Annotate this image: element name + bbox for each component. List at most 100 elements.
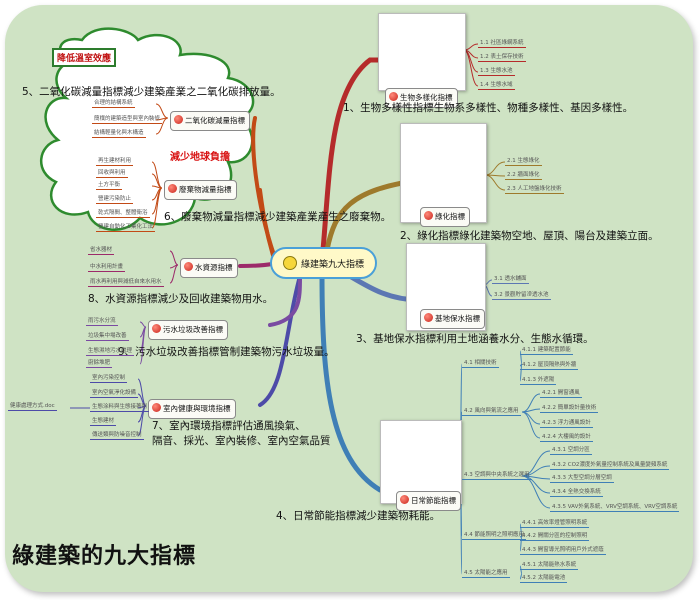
leaf-connector xyxy=(521,475,551,509)
leaf-waste[interactable]: 再生建材利用 xyxy=(96,158,134,166)
leaf-connector xyxy=(139,321,147,328)
leaf-connector xyxy=(519,363,523,382)
energy-group[interactable]: 4.1 相關技術 xyxy=(462,360,499,368)
leaf-co2[interactable]: 合理的結構系統 xyxy=(92,100,135,108)
energy-item[interactable]: 4.1.2 屋頂隔熱與外牆 xyxy=(520,362,579,370)
energy-item[interactable]: 4.3.1 空調分區 xyxy=(550,447,592,455)
leaf-water-retention[interactable]: 3.2 景觀貯留滲透水池 xyxy=(492,292,551,300)
leaf-sewage[interactable]: 雨污水分流 xyxy=(86,318,118,326)
leaf-co2[interactable]: 結構輕量化與木構造 xyxy=(92,130,146,138)
attachment-link[interactable]: 健康處理方式.doc xyxy=(8,403,57,411)
leaf-indoor[interactable]: 傳送類與防噪音控制 xyxy=(90,432,144,440)
branch-co2 xyxy=(251,116,277,260)
leaf-waste[interactable]: 土方平衡 xyxy=(96,182,123,190)
node-indoor[interactable]: 室內健康與環境指標 xyxy=(148,399,236,419)
center-topic-label: 綠建築九大指標 xyxy=(300,259,364,270)
priority-dot-icon xyxy=(400,495,409,504)
leaf-waste[interactable]: 營建自動化工業化工法 xyxy=(96,224,156,232)
tree-image xyxy=(400,123,487,223)
leaf-connector xyxy=(139,326,147,365)
leaf-connector xyxy=(151,187,163,229)
caption-energy: 4、日常節能指標減少建築物耗能。 xyxy=(276,510,441,522)
priority-dot-icon xyxy=(168,184,177,193)
butterfly-image xyxy=(378,13,466,91)
center-topic[interactable]: 綠建築九大指標 xyxy=(270,247,377,279)
branch-greenery xyxy=(324,177,423,253)
leaf-waste[interactable]: 乾式隔間、整體衛浴 xyxy=(96,210,150,218)
leaf-biodiversity[interactable]: 1.3 生態水池 xyxy=(478,68,515,76)
caption-biodiversity: 1、生物多樣性指標生物系多樣性、物種多樣性、基因多樣性。 xyxy=(343,102,634,114)
leaf-sewage[interactable]: 垃圾集中場改善 xyxy=(86,333,129,341)
node-water-retention[interactable]: 基地保水指標 xyxy=(420,309,485,329)
node-label: 廢棄物減量指標 xyxy=(179,185,232,194)
leaf-water-retention[interactable]: 3.1 透水舖面 xyxy=(492,276,529,284)
energy-item[interactable]: 4.4.1 高效率燈管照明系統 xyxy=(520,520,590,528)
energy-item[interactable]: 4.3.4 全熱交換系統 xyxy=(550,489,603,497)
leaf-water-resource[interactable]: 雨水再利用與減低自來水用水 xyxy=(88,279,164,287)
energy-item[interactable]: 4.5.1 太陽能熱水系統 xyxy=(520,562,579,570)
leaf-connector xyxy=(519,573,523,580)
branch-water-resource xyxy=(238,262,274,268)
leaf-waste[interactable]: 回收與利用 xyxy=(96,170,128,178)
leaf-biodiversity[interactable]: 1.1 社區綠網系統 xyxy=(478,40,526,48)
leaf-water-resource[interactable]: 中水利用計畫 xyxy=(88,264,126,272)
branch-energy xyxy=(319,272,383,493)
energy-item[interactable]: 4.4.3 開窗導光照明用戶外式遮蔭 xyxy=(520,547,606,555)
leaf-connector xyxy=(463,43,479,51)
energy-group[interactable]: 4.4 節能照明之照明應用 xyxy=(462,532,526,540)
leaf-connector xyxy=(463,49,479,87)
leaf-greenery[interactable]: 2.3 人工地盤綠化技術 xyxy=(505,186,564,194)
leaf-connector xyxy=(519,535,523,552)
branch-sewage xyxy=(268,274,302,327)
leaf-sewage[interactable]: 廚餘堆肥 xyxy=(86,360,113,368)
leaf-greenery[interactable]: 2.1 生態綠化 xyxy=(505,158,542,166)
leaf-connector xyxy=(521,411,541,439)
caption-co2: 5、二氧化碳減量指標減少建築產業之二氧化碳排放量。 xyxy=(22,86,281,98)
energy-item[interactable]: 4.1.1 建築配置節能 xyxy=(520,347,573,355)
leaf-connector xyxy=(169,264,179,284)
energy-group[interactable]: 4.5 太陽能之應用 xyxy=(462,570,510,578)
leaf-waste[interactable]: 營建污染防止 xyxy=(96,196,134,204)
leaf-water-resource[interactable]: 省水器材 xyxy=(88,247,115,255)
leaf-greenery[interactable]: 2.2 牆面綠化 xyxy=(505,172,542,180)
leaf-connector xyxy=(521,411,541,425)
energy-item[interactable]: 4.2.2 簡單設計量技術 xyxy=(540,405,599,413)
energy-group[interactable]: 4.3 空調與中央系統之選用 xyxy=(462,472,532,480)
leaf-indoor[interactable]: 生態建材 xyxy=(90,418,117,426)
smiley-icon xyxy=(282,256,297,270)
leaf-biodiversity[interactable]: 1.4 生態水域 xyxy=(478,82,515,90)
energy-item[interactable]: 4.2.1 開窗通風 xyxy=(540,390,582,398)
energy-group[interactable]: 4.2 風向與氣流之應用 xyxy=(462,408,521,416)
caption-waste: 6、廢棄物減量指標減少建築產業產生之廢棄物。 xyxy=(164,211,392,223)
node-co2[interactable]: 二氧化碳減量指標 xyxy=(170,111,250,131)
energy-item[interactable]: 4.3.5 VAV外氣系統、VRV空調系統、VRV空調系統 xyxy=(550,504,680,512)
priority-dot-icon xyxy=(424,211,433,220)
energy-item[interactable]: 4.2.3 浮力通風設計 xyxy=(540,420,593,428)
energy-item[interactable]: 4.4.2 開關分區的控制照明 xyxy=(520,533,590,541)
leaf-indoor[interactable]: 生態涂料與生態接著劑 xyxy=(90,404,150,412)
energy-item[interactable]: 4.1.3 外遮陽 xyxy=(520,377,557,385)
light-bulb-image xyxy=(380,420,462,504)
priority-dot-icon xyxy=(174,115,183,124)
leaf-sewage[interactable]: 生態濕地污水處理 xyxy=(86,348,135,356)
energy-item[interactable]: 4.3.2 CO2濃度外氣量控制系統及風量變頻系統 xyxy=(550,462,670,470)
node-energy[interactable]: 日常節能指標 xyxy=(396,491,461,511)
node-water-resource[interactable]: 水資源指標 xyxy=(180,258,238,278)
leaf-connector xyxy=(484,174,506,191)
leaf-indoor[interactable]: 室內污染控制 xyxy=(90,375,128,383)
energy-item[interactable]: 4.3.3 大型空調分層空調 xyxy=(550,475,614,483)
energy-item[interactable]: 4.5.2 太陽能電池 xyxy=(520,575,568,583)
node-waste[interactable]: 廢棄物減量指標 xyxy=(164,180,237,200)
caption-indoor-line2: 隔音、採光、室內裝修、室內空氣品質 xyxy=(152,435,331,447)
node-biodiversity[interactable]: 生物多樣化指標 xyxy=(385,88,458,108)
branch-waste xyxy=(258,188,277,264)
energy-item[interactable]: 4.2.4 大樓風的設計 xyxy=(540,434,593,442)
leaf-biodiversity[interactable]: 1.2 表土保存技術 xyxy=(478,54,526,62)
node-sewage[interactable]: 污水垃圾改善指標 xyxy=(148,320,228,340)
node-greenery[interactable]: 綠化指標 xyxy=(420,207,470,227)
leaf-indoor[interactable]: 室內空氣淨化設備 xyxy=(90,390,139,398)
node-label: 污水垃圾改善指標 xyxy=(163,325,223,334)
leaf-co2[interactable]: 簡樸的建築造型與室內裝修 xyxy=(92,116,163,124)
node-label: 基地保水指標 xyxy=(435,314,480,323)
priority-dot-icon xyxy=(152,324,161,333)
